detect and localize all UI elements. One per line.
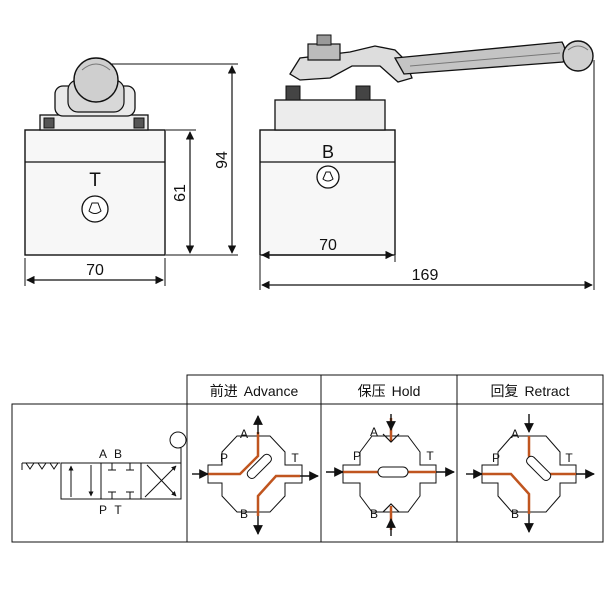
retract-flow-pb (482, 472, 531, 514)
symbol-box-left (60, 462, 102, 500)
retract-diagram: A P T B (466, 414, 595, 533)
front-tank-label: T (89, 170, 101, 191)
advance-flow-pa (208, 432, 260, 476)
front-view: T 70 61 94 (24, 57, 238, 286)
hold-port-b: B (370, 507, 378, 521)
symbol-detent (21, 462, 60, 470)
advance-port-b: B (240, 507, 248, 521)
side-lever-hub (307, 43, 341, 61)
front-bolt-left (43, 117, 55, 129)
front-knob (73, 57, 119, 103)
side-b-label: B (322, 142, 334, 162)
side-body (259, 129, 396, 256)
advance-port-p: P (220, 451, 228, 465)
front-width-dim: 70 (86, 262, 104, 279)
advance-diagram: A P T B (192, 415, 319, 535)
total-height-dim: 94 (214, 151, 231, 169)
side-view: B 70 169 (259, 34, 595, 290)
symbol-lever-knob (169, 431, 187, 449)
symbol-label-p: P (99, 503, 107, 517)
side-lever-nut (316, 34, 332, 46)
side-width-dim: 70 (319, 237, 337, 254)
total-length-dim: 169 (412, 267, 439, 284)
retract-port-a: A (511, 427, 519, 441)
hydraulic-symbol: A B P T (21, 431, 187, 517)
front-port-plug (88, 202, 102, 214)
symbol-box-mid (100, 462, 142, 500)
side-top-plate (274, 99, 386, 131)
symbol-label-b: B (114, 447, 122, 461)
retract-port-t: T (565, 451, 573, 465)
hold-port-p: P (353, 449, 361, 463)
front-knob-shine (81, 63, 111, 71)
hold-port-t: T (426, 449, 434, 463)
advance-housing (207, 435, 303, 513)
side-lever-pivot (289, 45, 413, 83)
front-top-plate (39, 114, 149, 131)
advance-port-a: A (240, 427, 248, 441)
advance-port-t: T (291, 451, 299, 465)
symbol-label-t: T (114, 503, 122, 517)
hold-diagram: A P T B (326, 414, 455, 536)
front-bolt-right (133, 117, 145, 129)
side-bolt-right (355, 85, 371, 101)
symbol-label-a: A (99, 447, 107, 461)
retract-housing (481, 435, 577, 513)
handle-arm (393, 41, 566, 75)
hold-port-a: A (370, 425, 378, 439)
side-bolt-left (285, 85, 301, 101)
advance-flow-bt (256, 474, 300, 516)
retract-port-b: B (511, 507, 519, 521)
retract-port-p: P (492, 451, 500, 465)
retract-spool (526, 455, 552, 481)
advance-spool (246, 453, 272, 479)
hold-housing (342, 435, 437, 513)
table-symbol-cell (11, 403, 188, 543)
hold-spool (377, 466, 409, 478)
front-body (24, 129, 166, 256)
body-height-dim: 61 (172, 184, 189, 202)
